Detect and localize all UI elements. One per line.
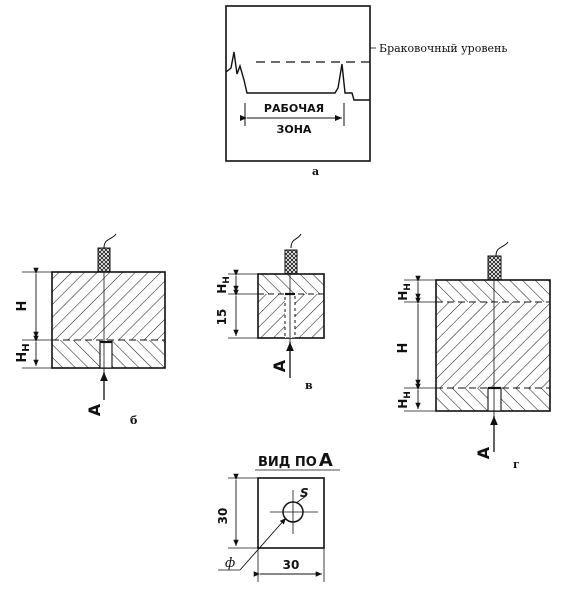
dim-hn-label: НН — [15, 343, 32, 362]
working-zone-label-2: ЗОНА — [277, 123, 312, 136]
figure-v-block: А НН 15 в — [215, 233, 325, 392]
reject-level-label: Браковочный уровень — [379, 42, 507, 55]
dim-h-label: Н — [15, 301, 30, 312]
dim-hn-label: НН — [215, 276, 232, 294]
figure-g-caption: г — [513, 458, 520, 471]
figure-b-caption: б — [130, 414, 137, 427]
figure-b-block: А Н НН б — [15, 233, 166, 427]
figure-g-block: А НН Н НН г — [396, 241, 551, 471]
phi-label: ф — [225, 556, 235, 571]
direction-a-label: А — [474, 446, 493, 459]
probe-icon — [487, 255, 502, 281]
dim-h-label: Н — [396, 343, 411, 354]
probe-icon — [97, 247, 111, 273]
side-dim-label: 30 — [216, 508, 230, 525]
dim-15-label: 15 — [215, 309, 229, 326]
figure-a-caption: а — [312, 165, 319, 178]
s-label: S — [300, 486, 309, 500]
bottom-dim-label: 30 — [283, 558, 300, 572]
direction-a-label: А — [85, 403, 104, 416]
working-zone-label-1: РАБОЧАЯ — [264, 102, 324, 115]
flat-bottom-hole — [99, 341, 113, 369]
dim-hn-top-label: НН — [396, 283, 413, 301]
signal-trace — [225, 51, 370, 101]
figure-a-screen: Браковочный уровень РАБОЧАЯ ЗОНА а — [225, 5, 507, 178]
probe-icon — [284, 249, 298, 275]
flat-bottom-hole — [487, 387, 502, 412]
direction-a-label: А — [270, 359, 289, 372]
end-face-square — [257, 477, 325, 549]
figure-v-caption: в — [305, 379, 313, 392]
dim-hn-bottom-label: НН — [396, 391, 413, 409]
